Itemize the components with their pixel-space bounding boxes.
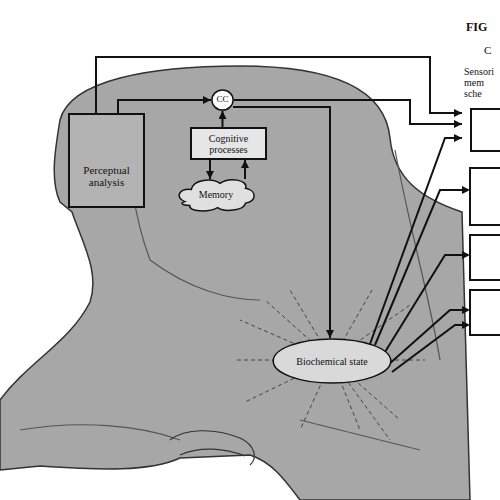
connector-arrow (96, 57, 462, 113)
empty-box (470, 290, 500, 335)
connector-arrow (222, 111, 224, 127)
node-text: Memory (199, 189, 233, 200)
cc-circle-shape (212, 90, 233, 110)
node-text: Biochemical state (296, 356, 367, 367)
output-lines (375, 190, 462, 372)
perceptual-box: Perceptual analysis (68, 113, 145, 208)
state-ellipse: Biochemical state (272, 338, 392, 384)
connector-arrow (244, 160, 246, 179)
node-text: Sensori mem sche (462, 66, 498, 99)
memory-cloud: Memory (175, 175, 257, 213)
figure-label: C (484, 44, 491, 56)
state-ellipse-shape (273, 339, 391, 383)
empty-box (470, 235, 500, 280)
body-silhouette (0, 66, 470, 500)
output-arrowheads (462, 186, 470, 329)
connector-arrow (209, 160, 211, 179)
output-box: Sensori mem sche (462, 66, 500, 152)
node-text: Cognitive processes (195, 133, 262, 155)
connector-arrow (234, 100, 462, 124)
node-text: Perceptual analysis (73, 164, 140, 188)
connector-arrow (370, 138, 462, 344)
hand-outline (170, 431, 254, 465)
memory-cloud-shape (179, 180, 254, 211)
output-box-outline (470, 108, 500, 152)
process-box: Cognitive processes (190, 127, 267, 160)
cc-circle: CC (211, 89, 234, 111)
node-text: CC (216, 95, 228, 105)
connector-arrow (118, 100, 211, 113)
figure-label: FIG (466, 20, 487, 35)
empty-box (470, 168, 500, 225)
